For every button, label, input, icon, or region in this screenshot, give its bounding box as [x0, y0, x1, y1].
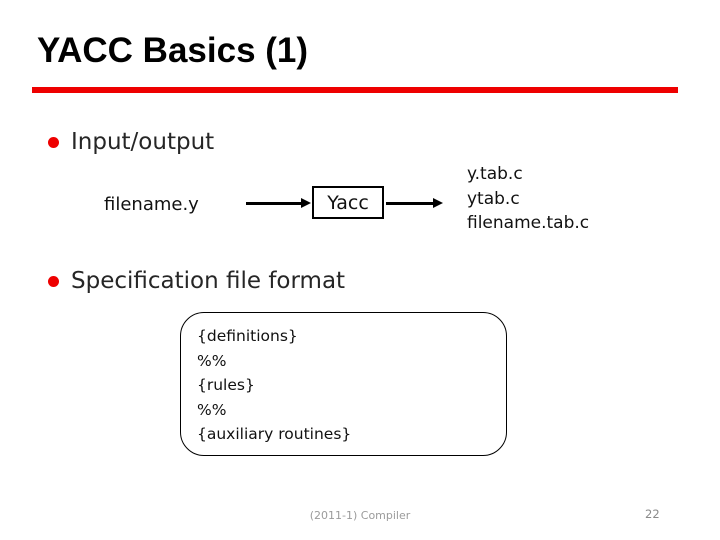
spec-line: {auxiliary routines}: [197, 425, 352, 443]
bullet-item-spec-format: Specification file format: [46, 265, 345, 297]
bullet-item-input-output: Input/output: [46, 126, 214, 158]
arrow-right-icon: [246, 202, 302, 205]
yacc-process-box: Yacc: [312, 186, 384, 219]
page-number: 22: [645, 507, 660, 521]
footer-course-label: (2011-1) Compiler: [309, 509, 411, 522]
arrow-right-icon: [301, 198, 311, 208]
diagram-output-list: y.tab.c ytab.c filename.tab.c: [467, 162, 589, 236]
diagram-input-label: filename.y: [104, 194, 199, 215]
arrow-right-icon: [386, 202, 433, 205]
spec-format-box: {definitions} %% {rules} %% {auxiliary r…: [180, 312, 507, 456]
diagram-output-line: ytab.c: [467, 188, 520, 209]
spec-line: %%: [197, 351, 227, 370]
bullet-label: Input/output: [71, 129, 215, 155]
bullet-dot-icon: [48, 137, 59, 148]
spec-line: %%: [197, 400, 227, 419]
bullet-dot-icon: [48, 276, 59, 287]
bullet-label: Specification file format: [71, 268, 346, 294]
title-underline-rule: [32, 87, 678, 93]
diagram-output-line: filename.tab.c: [467, 213, 590, 233]
spec-line: {rules}: [197, 376, 255, 394]
slide-title: YACC Basics (1): [37, 31, 309, 70]
arrow-right-icon: [433, 198, 443, 208]
spec-line: {definitions}: [197, 327, 298, 345]
diagram-output-line: y.tab.c: [467, 164, 523, 184]
yacc-process-label: Yacc: [327, 191, 369, 214]
